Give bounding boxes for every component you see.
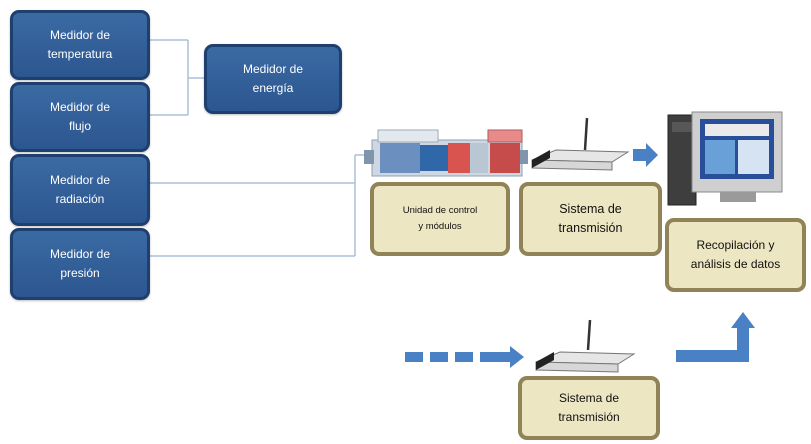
sensor-temperature: Medidor de temperatura	[10, 10, 150, 80]
transmission-box-top: Sistema de transmisión	[519, 182, 662, 256]
transmission-box-bottom: Sistema de transmisión	[518, 376, 660, 440]
elbow-arrow-up	[676, 312, 755, 362]
sensor-label: Medidor de presión	[49, 247, 111, 280]
sensor-label: Medidor de flujo	[49, 100, 111, 133]
data-analysis-label: Recopilación y análisis de datos	[690, 238, 781, 271]
wireless-router-icon	[531, 117, 630, 171]
arrow-to-computer	[633, 143, 658, 167]
control-unit-label: Unidad de control y módulos	[402, 204, 478, 232]
transmission-label: Sistema de transmisión	[558, 391, 620, 424]
desktop-computer-icon	[667, 111, 783, 206]
sensor-flow: Medidor de flujo	[10, 82, 150, 152]
sensor-pressure: Medidor de presión	[10, 228, 150, 300]
transmission-label: Sistema de transmisión	[558, 201, 623, 235]
energy-meter: Medidor de energía	[204, 44, 342, 114]
connector-lines	[150, 39, 372, 257]
control-unit-box: Unidad de control y módulos	[370, 182, 510, 256]
dashed-arrow	[405, 346, 524, 368]
wireless-router-icon	[535, 319, 636, 373]
data-analysis-box: Recopilación y análisis de datos	[665, 218, 806, 292]
energy-meter-label: Medidor de energía	[242, 62, 304, 95]
sensor-label: Medidor de temperatura	[47, 28, 113, 61]
plc-module-icon	[364, 129, 528, 177]
sensor-label: Medidor de radiación	[49, 173, 111, 206]
sensor-radiation: Medidor de radiación	[10, 154, 150, 226]
